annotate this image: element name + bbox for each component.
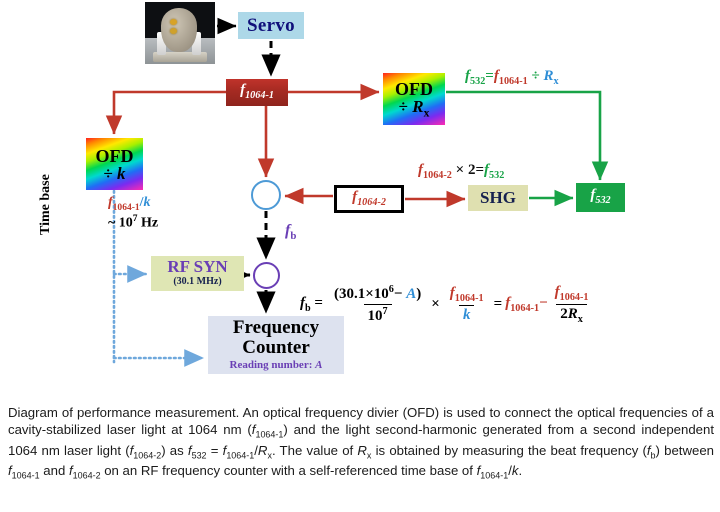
- ofd-rx-title: OFD: [395, 78, 433, 99]
- f1064-2-label: f1064-2: [352, 188, 386, 208]
- servo-block[interactable]: Servo: [238, 12, 304, 39]
- rf-syn-label: RF SYN: [167, 257, 228, 276]
- ofd-divide-k-block[interactable]: OFD ÷ k: [86, 138, 143, 190]
- time-base-ratio-label: f1064-1/k ~ 107 Hz: [108, 195, 159, 231]
- equation-fraction-3: f1064-1 2Rx: [551, 284, 593, 325]
- optical-cavity-photo: [145, 2, 215, 64]
- rf-mixer-icon[interactable]: [253, 262, 280, 289]
- equation-times-operator: ×: [431, 296, 440, 312]
- ofd-k-title: OFD: [95, 145, 134, 166]
- shg-label: SHG: [480, 188, 516, 208]
- f1064-2-source-block[interactable]: f1064-2: [334, 185, 404, 213]
- ofd-rx-divisor: ÷ Rx: [398, 96, 430, 119]
- equation-fraction-2: f1064-1 k: [446, 285, 488, 324]
- time-base-label: Time base: [38, 174, 53, 235]
- ofd-divide-rx-block[interactable]: OFD ÷ Rx: [383, 73, 445, 125]
- beat-photodetector-icon[interactable]: [251, 180, 281, 210]
- arrow-ofdrx-to-f532: [446, 90, 609, 181]
- equation-fraction-3-numerator: f1064-1: [554, 284, 589, 303]
- equation-term-3: f1064-1−: [505, 295, 548, 314]
- equation-fraction-2-denominator: k: [458, 305, 475, 324]
- frequency-counter-block[interactable]: Frequency Counter Reading number: A: [208, 316, 344, 374]
- beat-frequency-equation: fb = (30.1×106− A) 107 × f1064-1 k = f10…: [300, 284, 596, 325]
- equation-fraction-1: (30.1×106− A) 107: [330, 284, 425, 325]
- equation-fraction-1-denominator: 107: [363, 304, 392, 325]
- frequency-counter-reading: Reading number: A: [229, 359, 323, 372]
- equation-fraction-1-numerator: (30.1×106− A): [333, 284, 422, 302]
- servo-label: Servo: [247, 14, 295, 36]
- ofd-k-divisor: ÷ k: [103, 163, 126, 183]
- rf-synthesizer-block[interactable]: RF SYN (30.1 MHz): [151, 256, 244, 291]
- f532-label: f532: [590, 187, 611, 207]
- figure-caption: Diagram of performance measurement. An o…: [8, 405, 715, 481]
- f1064-1-source-block[interactable]: f1064-1: [226, 79, 288, 106]
- rf-syn-frequency: (30.1 MHz): [173, 276, 222, 287]
- equation-lhs: fb =: [300, 295, 323, 314]
- f532-relation-label: f532=f1064-1 ÷ Rx: [465, 68, 559, 87]
- frequency-counter-title-line2: Counter: [242, 336, 310, 358]
- shg-block[interactable]: SHG: [468, 185, 528, 211]
- beat-frequency-label: fb: [285, 222, 297, 243]
- shg-relation-label: f1064-2 × 2=f532: [418, 162, 505, 181]
- equation-fraction-3-denominator: 2Rx: [556, 304, 587, 325]
- f532-block[interactable]: f532: [576, 183, 625, 212]
- f1064-1-label: f1064-1: [240, 82, 274, 102]
- arrow-f10641-to-ofdk: [105, 90, 226, 135]
- equation-fraction-2-numerator: f1064-1: [449, 285, 484, 304]
- equation-equals-operator: =: [493, 296, 503, 312]
- frequency-counter-title-line1: Frequency: [232, 317, 320, 339]
